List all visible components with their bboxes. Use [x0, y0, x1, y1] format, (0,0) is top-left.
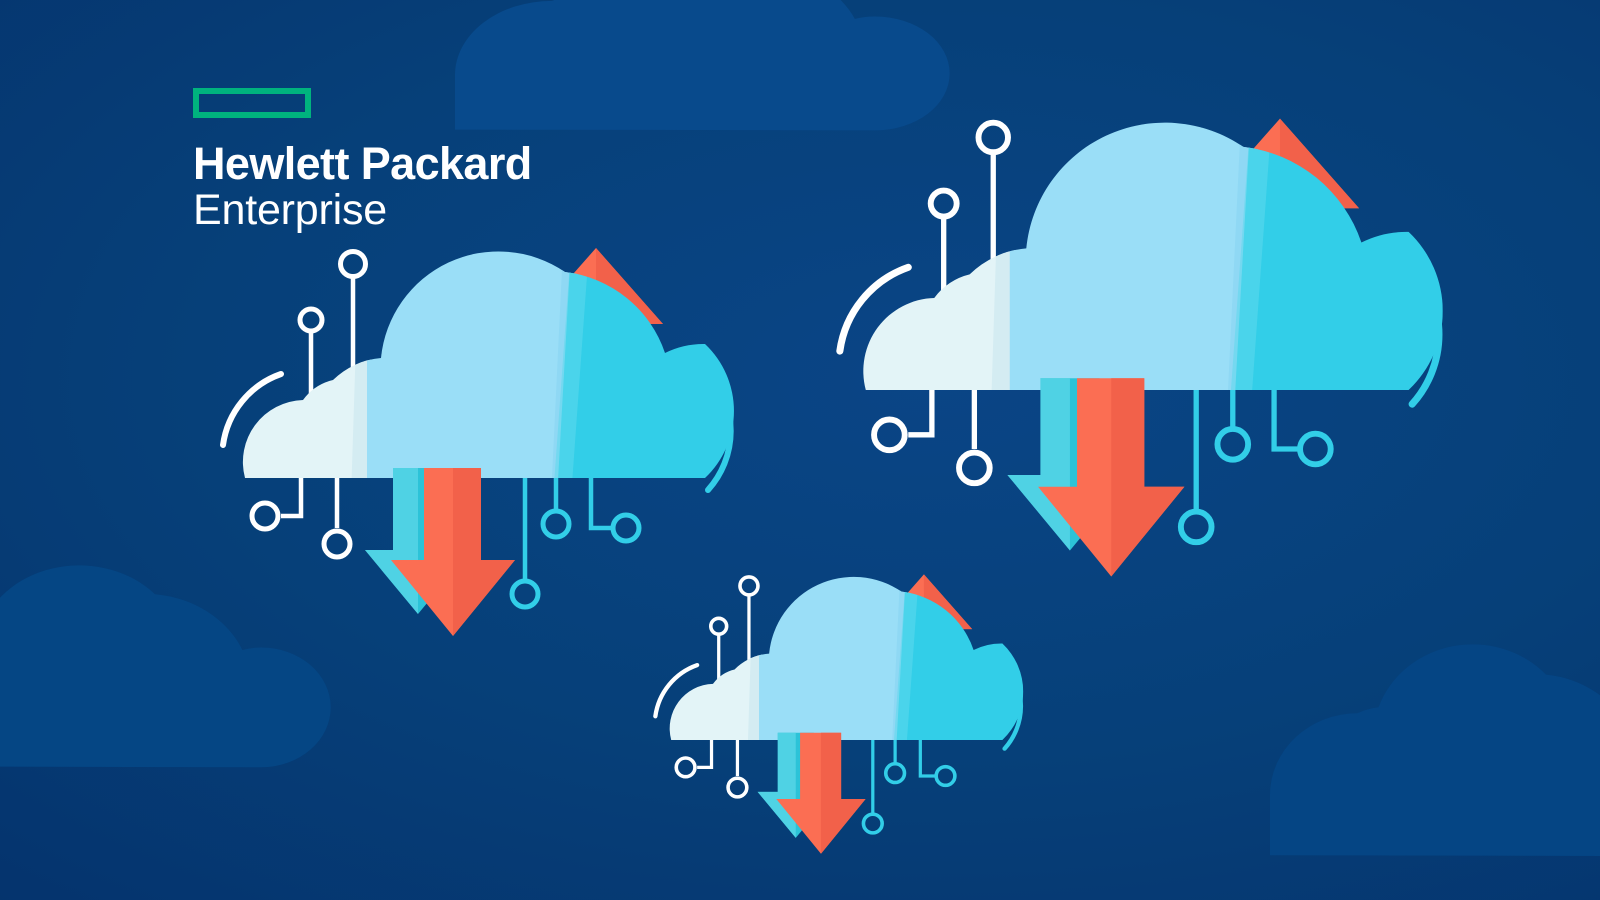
bg-cloud-bottom-right	[1270, 644, 1600, 857]
brand-name-line-1: Hewlett Packard	[193, 138, 532, 189]
cloud-unit-top-right	[795, 95, 1479, 602]
brand-name-line-2: Enterprise	[193, 185, 387, 234]
hpe-green-rectangle-logo-icon	[193, 88, 311, 118]
cloud-unit-bottom	[628, 560, 1046, 870]
hpe-wordmark: Hewlett Packard Enterprise	[193, 140, 613, 233]
hpe-logo: Hewlett Packard Enterprise	[193, 88, 613, 233]
